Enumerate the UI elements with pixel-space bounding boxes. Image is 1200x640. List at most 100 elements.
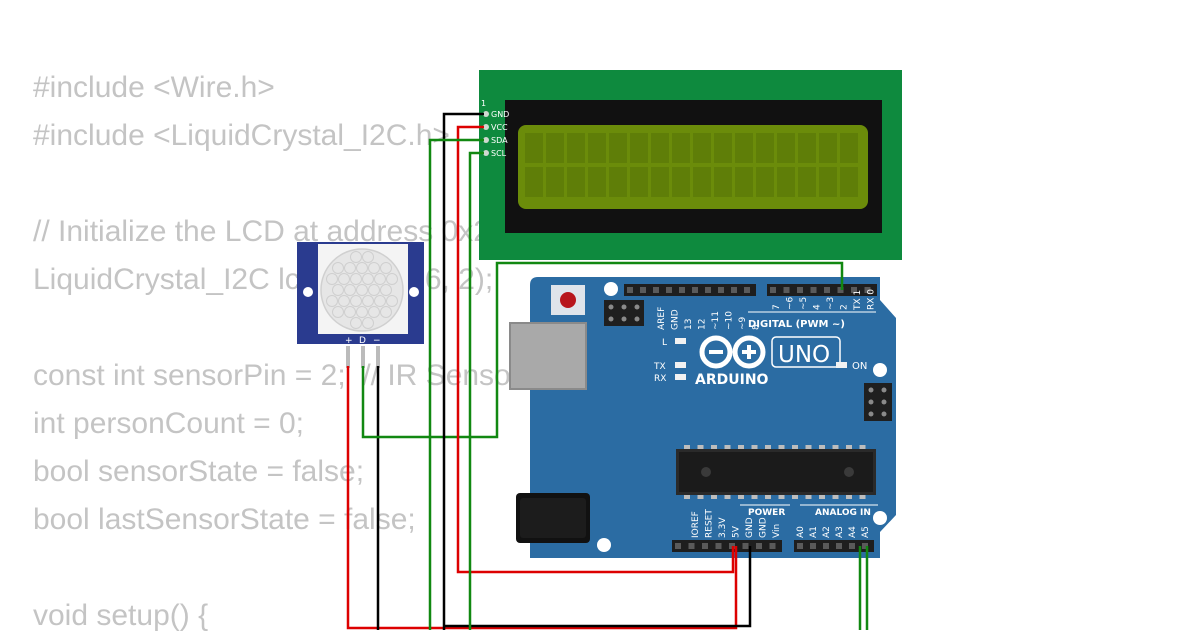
header-pin[interactable] — [640, 287, 646, 293]
header-pin[interactable] — [864, 287, 871, 293]
lcd-char-cell — [525, 167, 543, 197]
pir-lens-cell — [350, 251, 362, 263]
arduino-model-text: UNO — [778, 342, 830, 368]
header-pin[interactable] — [675, 543, 681, 549]
lcd-pin-gnd-pad — [483, 111, 489, 117]
header-pin[interactable] — [731, 287, 737, 293]
pin-label: ~6 — [786, 296, 796, 310]
code-line: #include <LiquidCrystal_I2C.h> — [33, 119, 450, 152]
pin-label: 3.3V — [718, 517, 728, 538]
pin-label: A0 — [796, 526, 806, 538]
lcd-char-cell — [567, 167, 585, 197]
header-pin[interactable] — [849, 543, 855, 549]
header-pin[interactable] — [692, 287, 698, 293]
icsp-header-top — [604, 300, 644, 326]
header-pin[interactable] — [718, 287, 724, 293]
header-pin[interactable] — [666, 287, 672, 293]
header-pin[interactable] — [679, 287, 685, 293]
pin-label: GND — [759, 517, 769, 538]
header-pin[interactable] — [769, 543, 776, 549]
led-tx-label: TX — [653, 362, 666, 372]
pir-pin-label-d: D — [359, 336, 366, 346]
analog-section-label: ANALOG IN — [815, 508, 871, 518]
lcd-char-cell — [777, 133, 795, 163]
icsp-header-right — [864, 383, 892, 421]
header-pin[interactable] — [653, 287, 659, 293]
pir-lens-cell — [332, 262, 344, 274]
arduino-mount-hole-4 — [597, 538, 611, 552]
pir-mount-hole-right — [409, 287, 419, 297]
header-pin[interactable] — [823, 543, 829, 549]
code-line: bool lastSensorState = false; — [33, 503, 416, 536]
pin-label: AREF — [657, 307, 667, 330]
pin-label: A5 — [861, 526, 871, 538]
pin-label: IOREF — [691, 511, 701, 538]
header-pin[interactable] — [810, 287, 817, 293]
header-pin[interactable] — [770, 287, 776, 293]
lcd-char-cell — [546, 167, 564, 197]
arduino-brand-text: ARDUINO — [695, 372, 769, 388]
pin-label: RX 0 — [867, 289, 877, 310]
pin-label: 12 — [698, 319, 708, 330]
header-pin[interactable] — [627, 287, 633, 293]
pir-lens-cell — [326, 273, 338, 285]
lcd-char-cell — [651, 167, 669, 197]
digital-header-right — [767, 284, 877, 296]
lcd-char-cell — [798, 167, 816, 197]
lcd-char-cell — [672, 133, 690, 163]
header-pin[interactable] — [837, 287, 844, 293]
uno-badge — [771, 336, 841, 368]
header-pin[interactable] — [797, 543, 803, 549]
wire-lcd-gnd — [442, 112, 484, 630]
pin-label: ~9 — [738, 316, 748, 330]
header-pin[interactable] — [810, 543, 816, 549]
lcd-char-cell — [714, 133, 732, 163]
header-pin[interactable] — [705, 287, 711, 293]
pir-lens-cell — [380, 284, 392, 296]
header-pin[interactable] — [836, 543, 842, 549]
header-pin[interactable] — [702, 543, 708, 549]
lcd-module[interactable]: 1 GND VCC SDA SCL — [479, 70, 902, 260]
lcd-char-cell — [735, 167, 753, 197]
header-pin[interactable] — [783, 287, 790, 293]
pir-lens-cell — [344, 284, 356, 296]
power-section-label: POWER — [748, 508, 785, 518]
pin-label: 13 — [684, 319, 694, 330]
pin-label: ~5 — [799, 297, 809, 310]
pir-lens-cell — [326, 295, 338, 307]
header-pin[interactable] — [744, 287, 750, 293]
pir-sensor[interactable]: + D − — [297, 242, 424, 368]
digital-header-left — [624, 284, 756, 296]
header-pin[interactable] — [851, 287, 857, 293]
header-pin[interactable] — [862, 543, 868, 549]
pin-label: ~3 — [826, 297, 836, 310]
lcd-char-cell — [819, 133, 837, 163]
wire-gnd-to-arduino — [444, 546, 752, 628]
lcd-pin-scl-pad — [483, 150, 489, 156]
reset-button-cap[interactable] — [560, 292, 576, 308]
pir-lens-cell — [356, 284, 368, 296]
led-l-label: L — [662, 338, 667, 348]
header-pin[interactable] — [756, 543, 762, 549]
header-pin[interactable] — [715, 543, 722, 549]
power-header — [672, 540, 782, 552]
lcd-char-cell — [630, 167, 648, 197]
pin-label: 4 — [813, 304, 823, 310]
header-pin[interactable] — [797, 287, 803, 293]
led-on-label: ON — [852, 361, 867, 372]
arduino-mount-hole-2 — [873, 363, 887, 377]
pir-lens-cell — [380, 306, 392, 318]
pir-fresnel-pattern — [326, 251, 398, 329]
pir-lens-cell — [368, 306, 380, 318]
wire-pir-data-to-d2 — [361, 261, 844, 439]
pir-fresnel-dome — [320, 248, 404, 332]
header-pin[interactable] — [688, 543, 695, 549]
header-pin[interactable] — [824, 287, 830, 293]
code-line: int personCount = 0; — [33, 407, 305, 440]
atmega328p-chip — [676, 445, 876, 499]
lcd-char-cell — [756, 167, 774, 197]
header-pin[interactable] — [742, 543, 749, 549]
pir-lens-cell — [356, 262, 368, 274]
lcd-char-cell — [714, 167, 732, 197]
